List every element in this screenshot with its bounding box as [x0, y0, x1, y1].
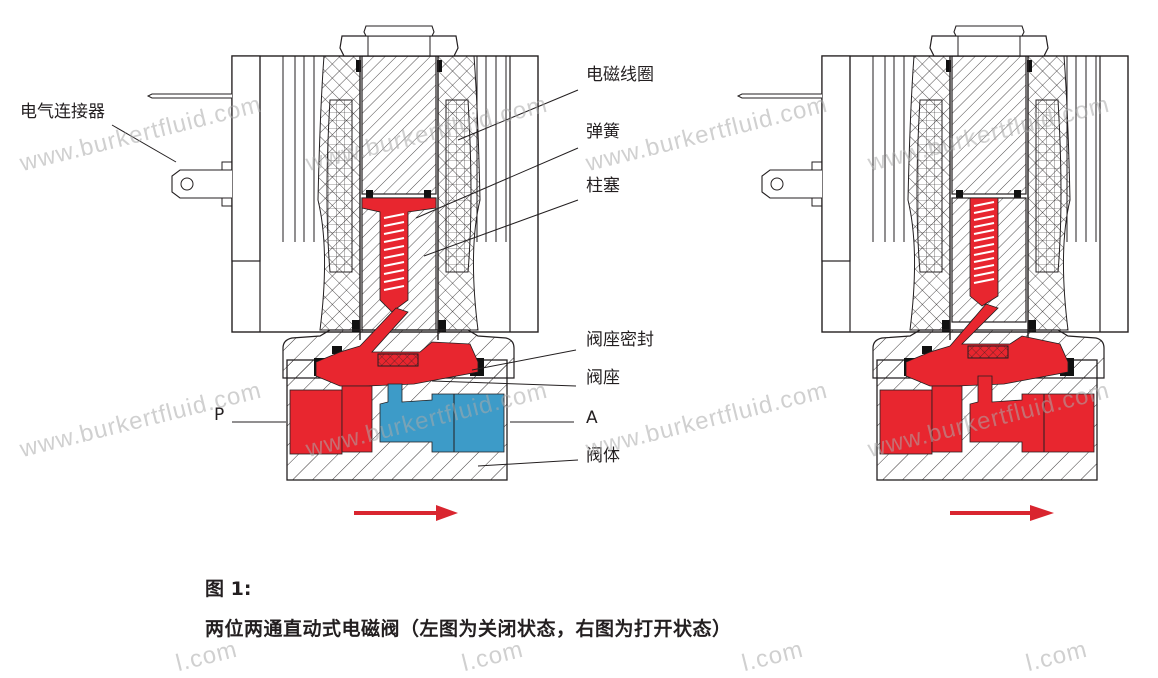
- label-electrical-connector: 电气连接器: [20, 102, 105, 122]
- valve-closed: [147, 25, 539, 481]
- seat-seal-left: [377, 353, 419, 367]
- valve-open: [737, 25, 1129, 481]
- seat-seal-right: [967, 345, 1009, 359]
- outlet-port-a-left: [379, 383, 505, 453]
- label-seat-seal: 阀座密封: [586, 330, 654, 350]
- inlet-port-p-right: [879, 389, 933, 455]
- spring-right: [969, 197, 999, 307]
- flow-arrow-left: [354, 505, 458, 521]
- flow-arrow-right: [950, 505, 1054, 521]
- inlet-port-p-left: [289, 389, 343, 455]
- label-solenoid-coil: 电磁线圈: [586, 65, 654, 85]
- spring-left: [361, 197, 437, 313]
- outlet-port-a-right: [969, 375, 1095, 453]
- label-spring: 弹簧: [586, 122, 620, 142]
- label-valve-body: 阀体: [586, 446, 620, 466]
- leader-lines: [111, 89, 579, 467]
- label-plunger: 柱塞: [586, 176, 620, 196]
- coil-assembly-left: [147, 25, 539, 341]
- pressure-chamber-right: [905, 303, 1069, 387]
- figure-number: 图 1:: [205, 578, 252, 600]
- coil-assembly-right: [737, 25, 1129, 341]
- label-port-p: P: [214, 405, 225, 425]
- pressure-chamber-left: [315, 307, 479, 387]
- label-port-a: A: [586, 408, 598, 428]
- label-seat: 阀座: [586, 368, 620, 388]
- figure-caption: 两位两通直动式电磁阀（左图为关闭状态，右图为打开状态）: [205, 618, 732, 640]
